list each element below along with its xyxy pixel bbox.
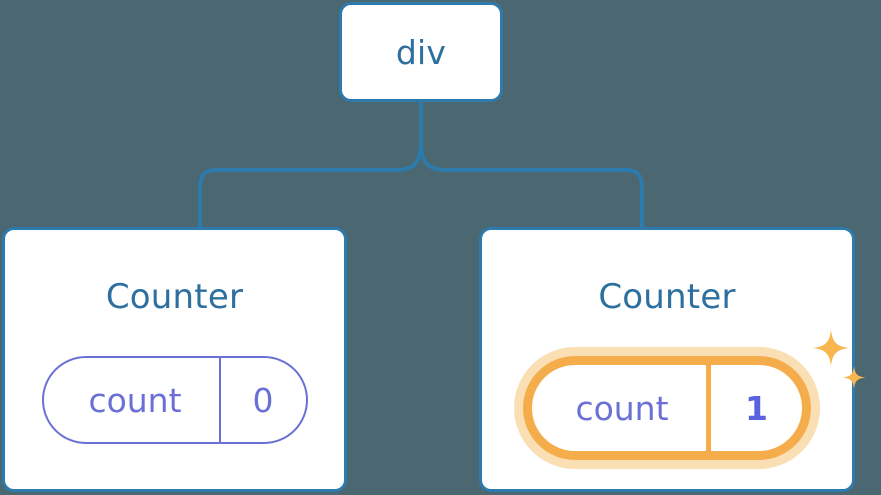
node-counter-right-title: Counter	[598, 277, 736, 317]
node-div-label: div	[395, 32, 447, 72]
state-pill-left[interactable]: count 0	[41, 356, 308, 444]
state-key-right: count	[575, 388, 669, 428]
state-value-left: 0	[218, 358, 306, 442]
state-pill-wrap-left: count 0	[41, 356, 308, 444]
node-counter-left[interactable]: Counter count 0	[2, 227, 347, 492]
connector-branch-left	[198, 138, 423, 229]
node-div[interactable]: div	[339, 2, 503, 102]
state-value-right: 1	[706, 365, 802, 451]
state-pill-right[interactable]: count 1	[523, 356, 811, 460]
sparkle-large-icon	[813, 330, 849, 366]
state-key-left: count	[88, 380, 182, 420]
node-counter-left-title: Counter	[105, 277, 244, 317]
state-pill-wrap-right: count 1	[523, 330, 866, 460]
node-counter-right[interactable]: Counter count 1	[479, 227, 866, 492]
connector-branch-right	[419, 138, 644, 229]
